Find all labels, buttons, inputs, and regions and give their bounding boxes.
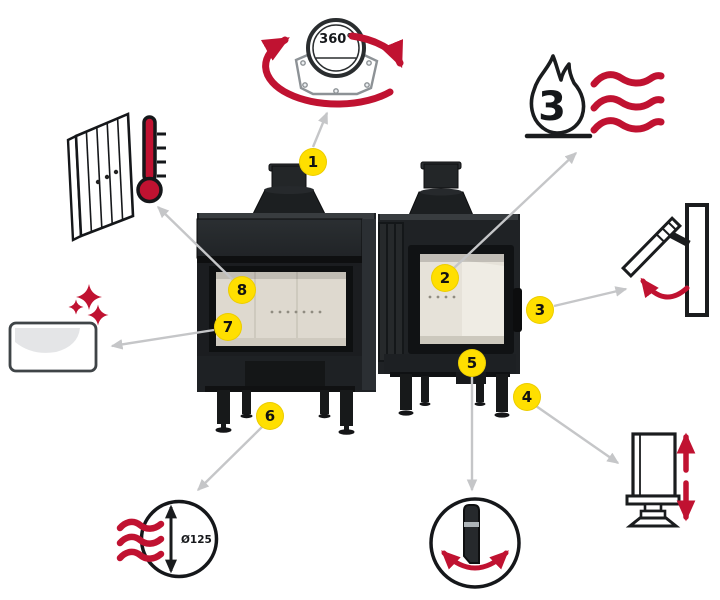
rotating-flue-collar-icon: 360° <box>260 18 404 108</box>
connector-2 <box>453 152 578 269</box>
badge-1-number: 1 <box>307 153 319 171</box>
badge-8-number: 8 <box>236 281 248 299</box>
panel-front <box>74 112 135 238</box>
badge-5: 5 <box>458 349 486 377</box>
airflow-wave-1 <box>116 518 165 532</box>
badge-6: 6 <box>256 402 284 430</box>
damper-panel <box>685 203 709 317</box>
thermometer-icon <box>136 115 166 204</box>
leg-base <box>625 516 681 528</box>
flame-outline <box>529 54 586 135</box>
glass-sheen <box>15 328 80 353</box>
badge-7: 7 <box>214 313 242 341</box>
badge-2: 2 <box>431 264 459 292</box>
badge-7-number: 7 <box>222 318 234 336</box>
flame-count-label: 3 <box>538 84 566 130</box>
handle-grip <box>463 504 480 564</box>
duct-diameter-icon: Ø125 <box>116 499 219 579</box>
sparkles-icon <box>68 284 109 326</box>
rotation-degrees-label: 360° <box>319 32 353 47</box>
flue-opening-ring <box>306 18 366 78</box>
connector-4 <box>535 405 620 464</box>
rotation-arrow-right <box>348 32 404 69</box>
air-holes <box>270 310 322 314</box>
badge-8: 8 <box>228 276 256 304</box>
fireplace-insert-left <box>196 163 376 435</box>
flue-pipe <box>423 163 459 189</box>
clean-glass-sparkles-icon <box>8 284 109 373</box>
stove-legs <box>215 390 355 435</box>
heat-wave-1 <box>590 71 665 88</box>
connector-3 <box>553 286 628 308</box>
connector-8 <box>156 205 234 281</box>
connector-arrows <box>110 111 628 492</box>
damper-lever <box>620 216 683 279</box>
damper-rotate-arrow <box>640 277 690 300</box>
airflow-wave-2 <box>116 533 165 547</box>
air-damper-lever-icon <box>620 203 709 317</box>
handle-rotate-arrow <box>441 550 509 571</box>
badge-4-number: 4 <box>521 388 533 406</box>
heat-wave-2 <box>590 95 665 112</box>
connector-7 <box>110 328 215 350</box>
stove-legs <box>398 374 510 418</box>
heating-panel-thermometer-icon <box>66 112 166 242</box>
flame-heat-waves-icon: 3 <box>524 54 665 139</box>
height-adjustable-leg-icon <box>625 432 696 528</box>
connector-6 <box>196 426 263 492</box>
rotation-arrow-left <box>260 36 394 108</box>
badge-2-number: 2 <box>439 269 451 287</box>
door-handle <box>513 288 522 332</box>
air-holes <box>428 295 456 299</box>
damper-link <box>668 230 691 248</box>
badge-3-number: 3 <box>534 301 546 319</box>
handle-band <box>464 522 479 527</box>
control-handle-icon <box>429 497 521 589</box>
stove-hood <box>196 218 363 259</box>
stove-base <box>384 354 516 374</box>
badge-5-number: 5 <box>466 354 478 372</box>
airflow-wave-3 <box>116 548 165 562</box>
heat-wave-3 <box>590 117 665 134</box>
outlet-diameter-label: Ø125 <box>181 534 212 546</box>
badge-1: 1 <box>299 148 327 176</box>
connector-1 <box>311 111 329 148</box>
badge-3: 3 <box>526 296 554 324</box>
badge-4: 4 <box>513 383 541 411</box>
badge-6-number: 6 <box>264 407 276 425</box>
